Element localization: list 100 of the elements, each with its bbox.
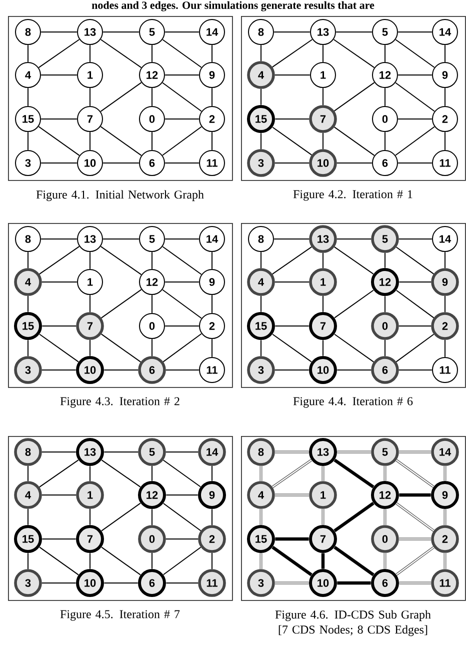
edge-line: [42, 538, 76, 540]
graph-node: 15: [14, 525, 42, 553]
edge-line: [274, 162, 310, 164]
edge-line: [272, 459, 312, 488]
graph-node: 10: [76, 569, 104, 597]
figure-caption: Figure 4.3. Iteration # 2: [60, 397, 180, 408]
edge-line: [384, 252, 386, 268]
edge-line: [41, 494, 77, 496]
edge-line: [384, 296, 386, 313]
edge-line: [384, 132, 386, 150]
graph-node: 4: [247, 481, 275, 509]
edge-line: [396, 334, 434, 362]
edge-line: [396, 290, 434, 318]
edge-line: [162, 126, 202, 156]
edge-line: [444, 339, 446, 358]
graph-node: 8: [248, 226, 274, 252]
graph-node: 6: [139, 150, 165, 176]
panel-frame: [8, 223, 233, 388]
graph-node: 2: [199, 313, 225, 339]
graph-node: 5: [371, 225, 399, 253]
edge-line: [162, 546, 202, 576]
graph-node: 11: [198, 569, 226, 597]
graph-node: 13: [76, 438, 104, 466]
edge-line: [100, 82, 142, 112]
edge-line: [100, 334, 142, 362]
graph-node: 10: [309, 356, 337, 384]
edge-line: [162, 39, 202, 68]
edge-line: [38, 246, 80, 275]
edge-line: [40, 118, 78, 120]
graph-node: 7: [309, 312, 337, 340]
edge-line: [321, 553, 325, 569]
graph-node: 12: [371, 481, 399, 509]
graph-node: 3: [247, 149, 275, 177]
graph-node: 13: [309, 438, 337, 466]
edge-line: [260, 44, 262, 62]
edge-line: [40, 74, 78, 76]
edge-line: [274, 118, 310, 120]
edge-line: [100, 289, 142, 318]
graph-node: 5: [372, 19, 398, 45]
edge-line: [444, 88, 446, 106]
graph-node: 14: [198, 438, 226, 466]
edge-line: [384, 552, 386, 569]
edge-line: [334, 458, 374, 488]
edge-line: [398, 450, 432, 454]
graph-node: 4: [247, 61, 275, 89]
edge-line: [322, 44, 324, 62]
graph-node: 3: [14, 569, 42, 597]
graph-node: 8: [247, 438, 275, 466]
edge-line: [274, 494, 310, 496]
edge-line: [260, 88, 262, 106]
edge-line: [396, 546, 434, 576]
edge-line: [162, 246, 202, 275]
edge-line: [102, 162, 140, 164]
graph-node: 12: [139, 62, 165, 88]
graph-node: 14: [199, 19, 225, 45]
edge-line: [162, 460, 201, 488]
graph-node: 1: [77, 62, 103, 88]
edge-line: [100, 38, 142, 68]
figure-caption: Figure 4.1. Initial Network Graph: [36, 190, 204, 202]
edge-line: [334, 290, 374, 318]
graph-node: 6: [371, 356, 399, 384]
graph-node: 3: [15, 150, 41, 176]
graph-node: 15: [247, 312, 275, 340]
edge-line: [260, 466, 262, 482]
graph-node: 4: [15, 62, 41, 88]
graph-node: 12: [138, 481, 166, 509]
edge-line: [398, 238, 432, 240]
graph-node: 15: [14, 312, 42, 340]
edge-line: [398, 538, 432, 540]
edge-line: [444, 295, 446, 313]
edge-line: [260, 553, 262, 570]
edge-line: [334, 246, 374, 274]
graph-node: 1: [309, 481, 337, 509]
graph-node: 6: [372, 150, 398, 176]
edge-line: [395, 82, 435, 112]
graph-node: 5: [138, 438, 166, 466]
graph-node: 3: [14, 356, 42, 384]
edge-line: [398, 74, 432, 76]
graph-node: 14: [199, 226, 225, 252]
graph-node: 13: [77, 226, 103, 252]
edge-line: [444, 466, 446, 481]
graph-node: 4: [14, 481, 42, 509]
graph-node: 1: [309, 268, 337, 296]
edge-line: [384, 44, 386, 62]
graph-node: 0: [372, 106, 398, 132]
graph-node: 8: [15, 226, 41, 252]
graph-node: 8: [15, 19, 41, 45]
edge-line: [444, 552, 446, 570]
graph-node: 14: [431, 438, 459, 466]
edge-line: [333, 38, 375, 68]
edge-line: [101, 546, 141, 576]
edge-line: [322, 132, 324, 150]
edge-line: [322, 252, 324, 269]
edge-line: [101, 502, 141, 532]
edge-line: [164, 74, 200, 76]
graph-node: 10: [309, 569, 337, 597]
edge-line: [384, 88, 386, 106]
edge-line: [399, 582, 432, 584]
edge-line: [100, 246, 142, 276]
edge-line: [322, 295, 324, 312]
